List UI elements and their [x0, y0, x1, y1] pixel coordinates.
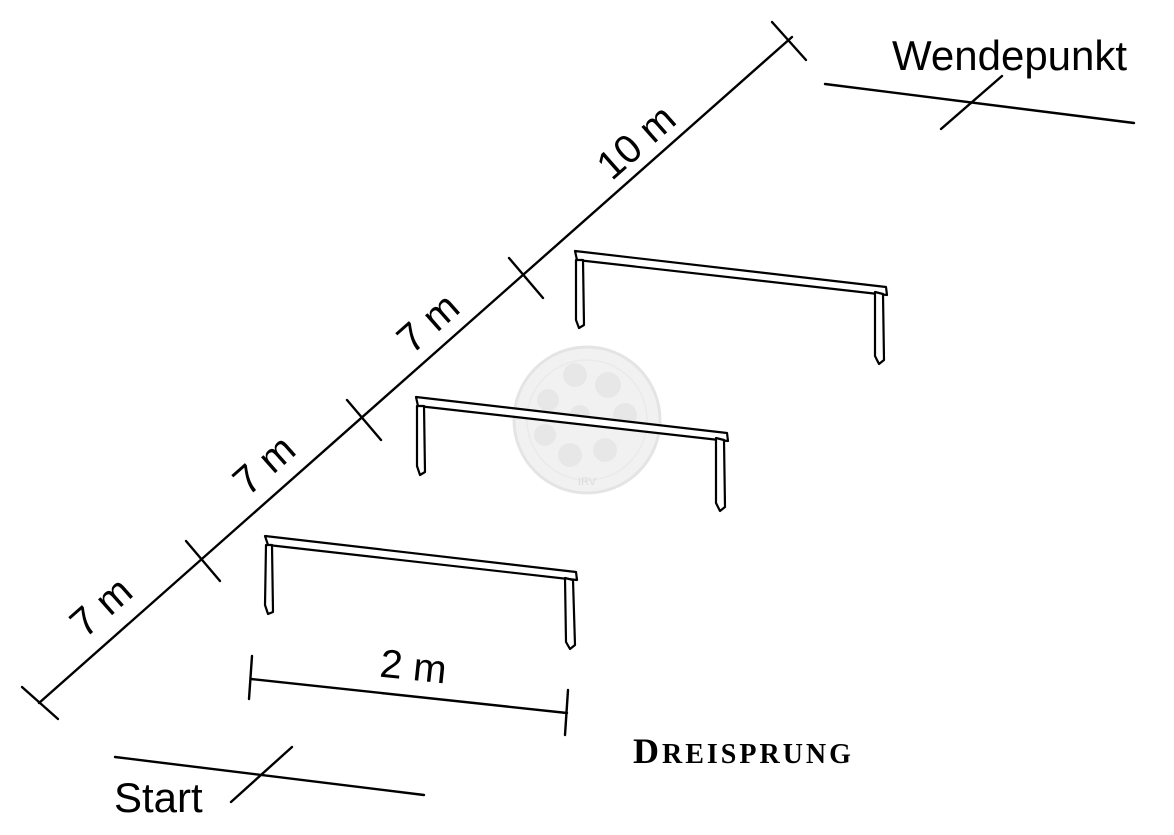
start-line	[113, 745, 426, 804]
segment-label-3: 7 m	[389, 285, 468, 362]
watermark-text: IRV	[578, 476, 597, 488]
course-line	[37, 35, 794, 705]
tick-end	[770, 20, 808, 62]
hurdle-3	[573, 249, 889, 366]
turn-label: Wendepunkt	[892, 32, 1127, 79]
width-dimension	[247, 654, 570, 737]
segment-label-2: 7 m	[225, 427, 304, 504]
tick-start	[20, 685, 60, 721]
hurdle-2	[414, 395, 730, 513]
tick-1	[184, 539, 222, 583]
turn-line	[823, 74, 1136, 131]
segment-label-1: 7 m	[62, 569, 141, 646]
hurdle-1	[263, 534, 579, 651]
start-label: Start	[114, 774, 203, 821]
title-first-letter: D	[633, 731, 662, 771]
width-label: 2 m	[378, 642, 449, 693]
diagram-title: DREISPRUNG	[633, 731, 854, 771]
title-rest: REISPRUNG	[662, 739, 854, 770]
tick-3	[507, 256, 545, 300]
tick-2	[345, 398, 383, 442]
